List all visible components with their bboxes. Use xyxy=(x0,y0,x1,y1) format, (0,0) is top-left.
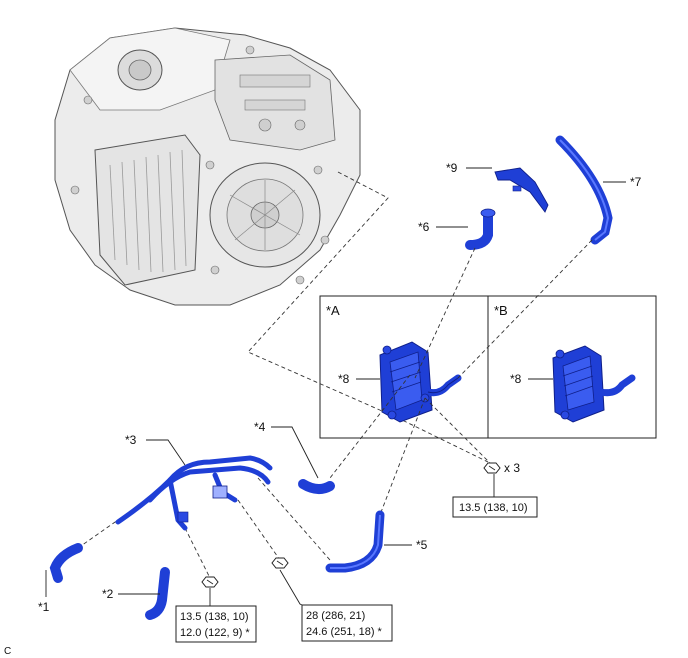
torque-lower-left-line1: 13.5 (138, 10) xyxy=(180,611,249,623)
pipe-assembly-3-illustration xyxy=(115,455,273,531)
panel-b-label: *B xyxy=(494,303,508,318)
hose-6-illustration xyxy=(465,208,496,250)
leader-transmission xyxy=(247,171,489,463)
figure-code: C xyxy=(4,646,11,657)
hose-4-illustration xyxy=(298,479,335,494)
leader-lines xyxy=(77,239,593,579)
torque-lower-mid-line2: 24.6 (251, 18) * xyxy=(306,626,383,638)
callout-9: *9 xyxy=(446,161,458,175)
callout-1: *1 xyxy=(38,600,50,614)
panel-frame xyxy=(319,295,657,439)
torque-right-value: 13.5 (138, 10) xyxy=(459,502,528,514)
bolt-icon xyxy=(483,462,501,474)
callout-7: *7 xyxy=(630,175,642,189)
callout-8-b: *8 xyxy=(510,372,522,386)
torque-box-lower-mid: 28 (286, 21) 24.6 (251, 18) * xyxy=(301,604,393,642)
callout-4: *4 xyxy=(254,420,266,434)
callout-6: *6 xyxy=(418,220,430,234)
bolt-icon xyxy=(201,576,219,588)
bolt-icon xyxy=(271,557,289,569)
hose-2-illustration xyxy=(145,567,170,620)
callout-8-a: *8 xyxy=(338,372,350,386)
oil-cooler-b-illustration xyxy=(552,345,636,423)
torque-lower-mid-line1: 28 (286, 21) xyxy=(306,610,365,622)
callout-3: *3 xyxy=(125,433,137,447)
hose-7-illustration xyxy=(555,135,613,245)
panel-a-label: *A xyxy=(326,303,340,318)
transmission-illustration xyxy=(54,27,361,306)
callout-5: *5 xyxy=(416,538,428,552)
oil-cooler-a-illustration xyxy=(379,341,462,423)
hose-5-illustration xyxy=(325,510,385,573)
callout-leaders xyxy=(45,167,626,606)
hose-1-illustration xyxy=(49,543,83,583)
torque-box-right: 13.5 (138, 10) xyxy=(452,496,538,518)
bracket-9-illustration xyxy=(494,167,549,213)
torque-lower-left-line2: 12.0 (122, 9) * xyxy=(180,627,250,639)
callout-2: *2 xyxy=(102,587,114,601)
torque-right-qty: x 3 xyxy=(504,461,520,475)
torque-box-lower-left: 13.5 (138, 10) 12.0 (122, 9) * xyxy=(175,605,257,643)
